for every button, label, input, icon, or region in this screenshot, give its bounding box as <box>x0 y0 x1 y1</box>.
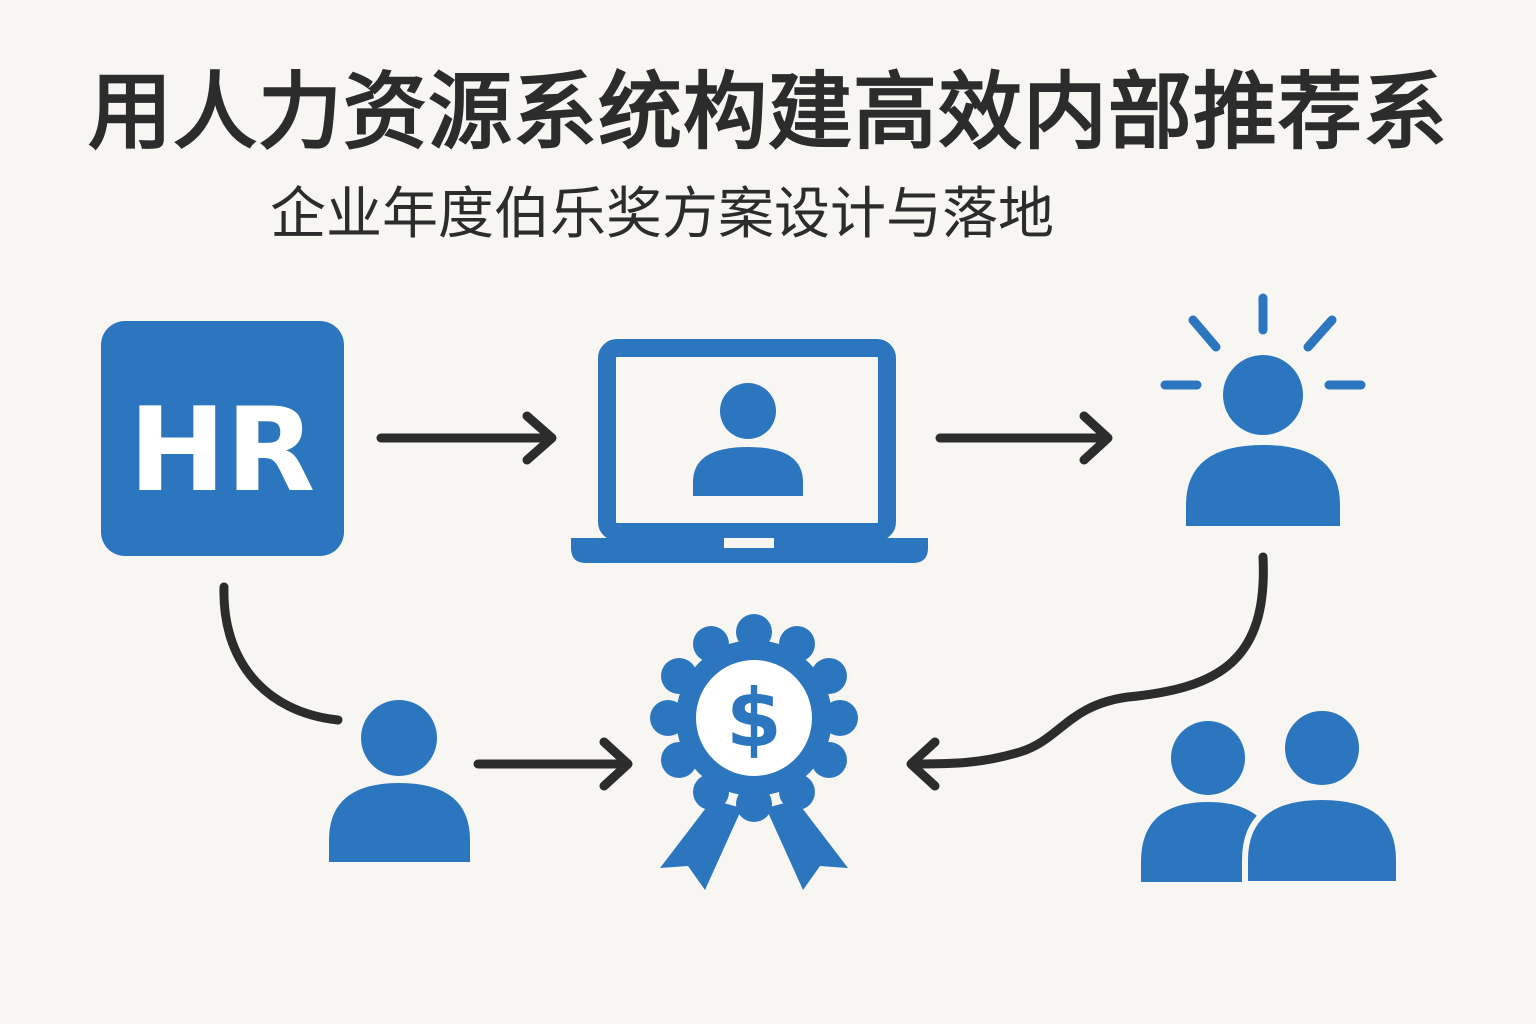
curve-hr-to-referrer <box>219 582 343 725</box>
award-badge-icon: $ <box>650 614 858 890</box>
laptop-user-icon <box>571 339 928 563</box>
page-title: 用人力资源系统构建高效内部推荐系 <box>87 63 1448 161</box>
arrow-referrer-to-award <box>473 737 633 791</box>
team-people-icon <box>1141 705 1402 887</box>
curve-idea-to-award <box>906 552 1268 791</box>
hr-box-icon: HR <box>101 321 344 556</box>
idea-person-icon <box>1160 293 1366 526</box>
page-subtitle: 企业年度伯乐奖方案设计与落地 <box>270 182 1054 247</box>
arrow-hr-to-laptop <box>376 411 557 465</box>
arrow-laptop-to-idea <box>935 411 1113 465</box>
hr-label: HR <box>129 383 315 518</box>
award-dollar-symbol: $ <box>726 672 782 765</box>
referrer-person-icon <box>329 700 470 862</box>
